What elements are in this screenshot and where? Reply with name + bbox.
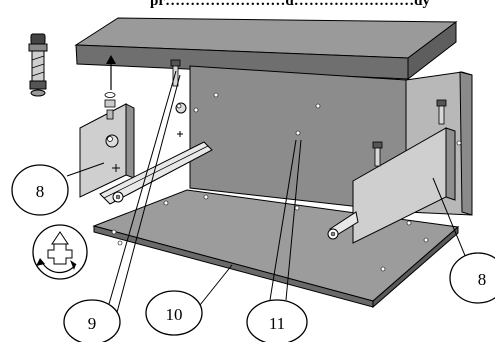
leader-lines (66, 70, 467, 321)
callout-cam-bolt: 9 (63, 299, 121, 342)
callout-right-panel: 8 (449, 252, 495, 304)
top-board (74, 17, 458, 81)
callout-label: 8 (36, 182, 45, 201)
rotation-symbol-icon (32, 224, 88, 280)
cross-mark-icon (112, 164, 120, 172)
cam-bolt-icon (170, 59, 181, 87)
callout-label: 9 (88, 314, 97, 333)
header-fragment: pr……………………d……………………dy (150, 0, 431, 9)
cam-fitting-icon (105, 102, 187, 148)
drawer-runner-right-icon (327, 211, 359, 240)
callout-back-panel: 11 (246, 299, 308, 342)
callout-left-panel: 8 (11, 164, 69, 216)
dowel-pieces-icon (104, 92, 116, 120)
callout-bottom-board: 10 (145, 290, 203, 336)
cam-bolt-icon (436, 99, 447, 125)
arrow-up-icon (106, 55, 116, 90)
cam-bolt-icon (372, 141, 383, 167)
drawer-runner-icon (99, 131, 213, 205)
callout-label: 8 (478, 270, 487, 289)
callout-label: 11 (269, 314, 285, 333)
callout-label: 10 (166, 305, 183, 324)
cam-bolt-detail-icon (28, 33, 48, 97)
